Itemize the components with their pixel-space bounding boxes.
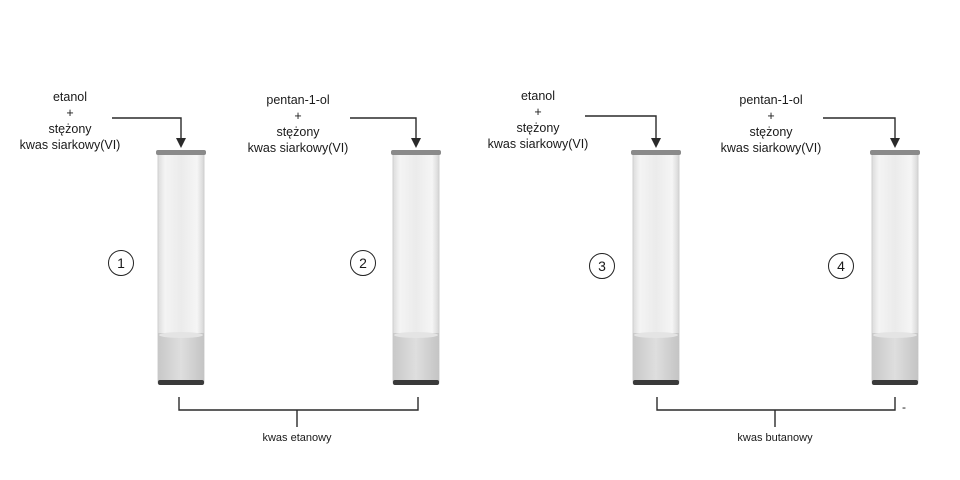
reagent-label-1: etanol + stężony kwas siarkowy(VI) (5, 89, 135, 153)
test-tube-1 (156, 150, 206, 385)
reagent-line: kwas siarkowy(VI) (487, 137, 589, 151)
reagent-line: etanol (52, 90, 88, 104)
arrow-tube-4 (823, 117, 900, 148)
test-tube-2 (391, 150, 441, 385)
acid-label-2: kwas butanowy (737, 432, 813, 444)
bracket-group-2 (656, 397, 896, 427)
test-tube-4 (870, 150, 920, 385)
tube-number-3: 3 (589, 253, 615, 279)
reagent-line: etanol (520, 89, 556, 103)
arrow-tube-2 (350, 117, 421, 148)
bracket-group-1 (178, 397, 419, 427)
reagent-line: stężony (516, 121, 560, 135)
tube-number-1: 1 (108, 250, 134, 276)
reagent-line: + (294, 109, 302, 123)
reagent-label-3: etanol + stężony kwas siarkowy(VI) (473, 88, 603, 152)
reagent-line: stężony (276, 125, 320, 139)
reagent-line: kwas siarkowy(VI) (247, 141, 349, 155)
reagent-line: + (534, 105, 542, 119)
reagent-line: pentan-1-ol (266, 93, 330, 107)
reagent-line: stężony (749, 125, 793, 139)
acid-label-1: kwas etanowy (262, 432, 332, 444)
arrow-tube-1 (112, 117, 186, 148)
reagent-line: kwas siarkowy(VI) (720, 141, 822, 155)
reagent-line: stężony (48, 122, 92, 136)
reagent-label-2: pentan-1-ol + stężony kwas siarkowy(VI) (233, 92, 363, 156)
arrow-tube-3 (585, 115, 661, 148)
test-tube-3 (631, 150, 681, 385)
tube-number-4: 4 (828, 253, 854, 279)
reagent-line: + (66, 106, 74, 120)
reagent-line: pentan-1-ol (739, 93, 803, 107)
reagent-label-4: pentan-1-ol + stężony kwas siarkowy(VI) (706, 92, 836, 156)
reagent-line: kwas siarkowy(VI) (19, 138, 121, 152)
stray-dash: - (902, 400, 906, 414)
reagent-line: + (767, 109, 775, 123)
tube-number-2: 2 (350, 250, 376, 276)
